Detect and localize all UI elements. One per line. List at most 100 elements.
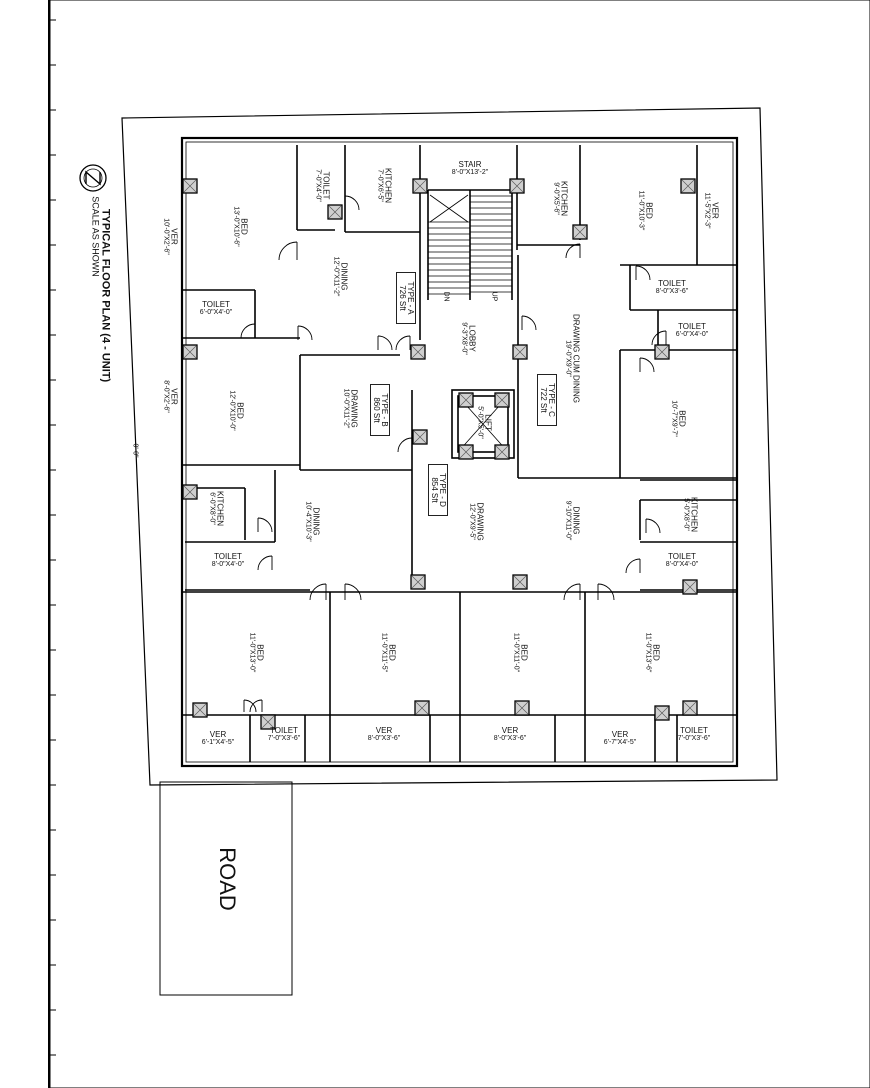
room-dimension: 8'-0"X3'-6" [655,288,689,295]
column-hatch [328,205,342,219]
stair-up-mark: UP [490,291,498,302]
column-hatch [193,703,207,717]
door-arc [651,330,667,346]
room-name: VER [209,730,227,739]
column-hatch [681,179,695,193]
room-dimension: 11'-0"X11'-0" [512,632,520,673]
column-hatch [573,225,587,239]
door-arc [240,323,256,339]
door-arc [521,315,537,331]
unit-area: 854 Sft [430,477,439,503]
column-hatch [510,179,524,193]
door-arc [344,583,362,601]
column-hatch [515,701,529,715]
room-dimension: 6'-1"X4'-5" [201,739,235,746]
column-hatch [655,706,669,720]
column-hatch [183,179,197,193]
door-swings [240,195,667,713]
room-name: TOILET [321,171,331,200]
room-dimension: 13'-0"X10'-6" [232,206,240,247]
column-hatch [495,393,509,407]
room-name: TOILET [680,726,708,735]
room-dimension: 19'-0"X9'-0" [564,340,572,377]
door-arc [597,583,615,601]
column-hatch [413,430,427,444]
scale-note: SCALE AS SHOWN [90,196,101,277]
building-outline [180,136,739,768]
room-dimension: 6'-0"X4'-0" [675,331,709,338]
unit-type: TYPE - B [380,393,389,427]
room-dimension: 11'-0"X13'-6" [644,632,652,673]
room-dimension: 5'-0"X5'-0" [476,406,484,439]
unit-area: 860 Sft [372,397,381,423]
door-arc [645,518,661,534]
door-arc [565,243,581,259]
door-arc [397,437,413,453]
column-hatch [183,345,197,359]
room-name: BED [239,218,249,235]
door-arc [309,583,327,601]
side-mark: 0'-0" [131,443,139,458]
column-hatch [683,580,697,594]
column-hatch [183,485,197,499]
door-arc [297,325,313,341]
column-hatch [413,179,427,193]
stair-cross [429,194,469,223]
room-name: BED [644,202,654,219]
door-arc [395,335,411,351]
room-name: KITCHEN [215,490,225,527]
column-hatch [513,575,527,589]
border-ticks [50,19,56,1056]
room-dimension: 6'-0"X8'-0" [208,492,216,525]
room-name: KITCHEN [689,496,699,533]
room-name: TOILET [214,552,242,561]
column-hatch [495,445,509,459]
door-arc [377,335,393,351]
room-dimension: 8'-0"X13'-2" [451,169,489,176]
room-dimension: 10'-4"X10'-3" [304,501,312,542]
room-dimension: 11'-5"X2'-3" [703,192,711,229]
door-arc [344,195,360,211]
unit-area: 722 Sft [539,387,548,413]
door-arc [257,517,273,533]
room-dimension: 9'-10"X11'-0" [564,500,572,541]
north-arrow-icon [79,164,107,192]
column-hatch [459,445,473,459]
room-dimension: 8'-0"X2'-6" [162,380,170,413]
room-dimension: 6'-7"X4'-5" [603,739,637,746]
room-name: DINING [571,506,581,535]
room-name: TOILET [658,279,686,288]
column-hatch [411,575,425,589]
room-dimension: 7'-0"X4'-0" [314,169,322,202]
room-name: KITCHEN [383,167,393,204]
room-dimension: 10'-0"X11'-2" [342,388,350,429]
room-dimension: 8'-0"X4'-0" [211,561,245,568]
room-name: STAIR [458,160,482,169]
